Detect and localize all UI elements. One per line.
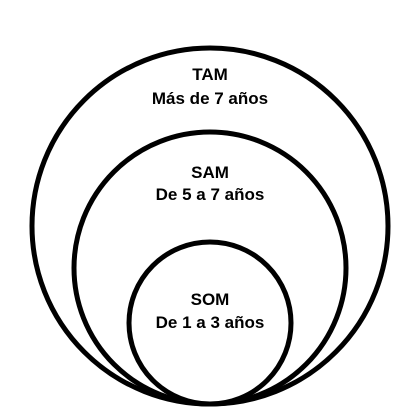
sam-title: SAM xyxy=(191,163,229,182)
som-group: SOM De 1 a 3 años xyxy=(126,239,294,407)
som-subtitle: De 1 a 3 años xyxy=(156,313,265,332)
tam-subtitle: Más de 7 años xyxy=(152,89,268,108)
som-circle xyxy=(126,239,294,407)
sam-subtitle: De 5 a 7 años xyxy=(156,185,265,204)
tam-title: TAM xyxy=(192,65,228,84)
som-title: SOM xyxy=(191,290,230,309)
